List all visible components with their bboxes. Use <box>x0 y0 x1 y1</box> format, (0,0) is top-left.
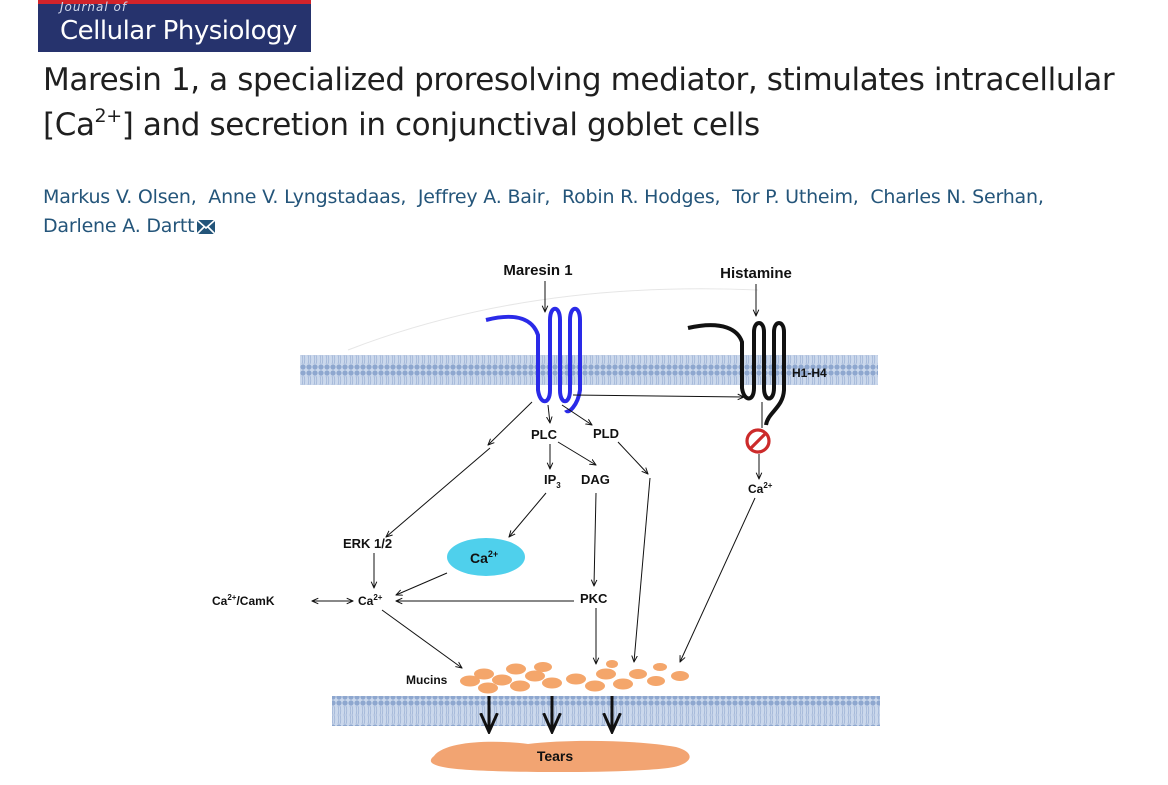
author-link[interactable]: Charles N. Serhan, <box>870 186 1044 208</box>
tears-label: Tears <box>537 748 574 764</box>
article-title: Maresin 1, a specialized proresolving me… <box>43 58 1153 148</box>
plc-label: PLC <box>531 427 558 442</box>
ca-center-text: Ca <box>358 594 374 608</box>
author-link[interactable]: Darlene A. Dartt <box>43 215 195 237</box>
journal-name: Cellular Physiology <box>60 16 297 46</box>
title-part-2: ] and secretion in conjunctival goblet c… <box>121 107 760 143</box>
journal-logo[interactable]: Journal of Cellular Physiology <box>38 0 311 52</box>
ca-center-sup: 2+ <box>373 593 382 602</box>
ca-center-label: Ca2+ <box>358 593 383 608</box>
maresin-receptor <box>485 306 582 414</box>
journal-logo-stripe <box>38 0 311 4</box>
bottom-membrane <box>332 696 880 726</box>
author-link[interactable]: Tor P. Utheim, <box>732 186 859 208</box>
ca-histamine-sup: 2+ <box>763 481 772 490</box>
ca-histamine-label: Ca2+ <box>748 481 773 496</box>
camk-pre: Ca <box>212 594 228 608</box>
erk-label: ERK 1/2 <box>343 536 392 551</box>
journal-kicker: Journal of <box>60 0 128 14</box>
tears-pool <box>430 740 690 773</box>
pathway-figure: Maresin 1 Histamine H1-H4 Ca2+ PLC PLD I… <box>198 250 902 780</box>
envelope-icon[interactable] <box>196 219 216 235</box>
camk-label: Ca2+/CamK <box>212 593 275 608</box>
mucin-granules <box>460 660 689 694</box>
ca-store-label: Ca2+ <box>470 549 498 566</box>
ip3-label: IP3 <box>544 472 561 490</box>
pathway-diagram: Maresin 1 Histamine H1-H4 Ca2+ PLC PLD I… <box>212 262 880 773</box>
title-superscript: 2+ <box>94 104 123 127</box>
mucins-label: Mucins <box>406 673 448 687</box>
author-link[interactable]: Jeffrey A. Bair, <box>417 186 551 208</box>
author-link[interactable]: Anne V. Lyngstadaas, <box>208 186 407 208</box>
pld-label: PLD <box>593 426 619 441</box>
histamine-receptor <box>687 321 786 426</box>
dag-label: DAG <box>581 472 610 487</box>
ca-store <box>447 538 525 576</box>
top-membrane <box>300 355 878 385</box>
title-part-1: Maresin 1, a specialized proresolving me… <box>43 62 1115 143</box>
ip3-text: IP <box>544 472 557 487</box>
maresin-label: Maresin 1 <box>503 262 572 279</box>
ca-store-text: Ca <box>470 550 488 566</box>
camk-post: /CamK <box>236 594 274 608</box>
ca-store-sup: 2+ <box>488 549 498 559</box>
ca-histamine-text: Ca <box>748 482 764 496</box>
histamine-label: Histamine <box>720 265 792 282</box>
camk-sup: 2+ <box>227 593 236 602</box>
author-list: Markus V. Olsen, Anne V. Lyngstadaas, Je… <box>43 183 1143 241</box>
author-link[interactable]: Markus V. Olsen, <box>43 186 197 208</box>
pkc-label: PKC <box>580 591 608 606</box>
ip3-sub: 3 <box>556 481 561 490</box>
h-receptor-label: H1-H4 <box>792 366 827 380</box>
no-entry-icon <box>745 428 771 454</box>
author-link[interactable]: Robin R. Hodges, <box>561 186 721 208</box>
